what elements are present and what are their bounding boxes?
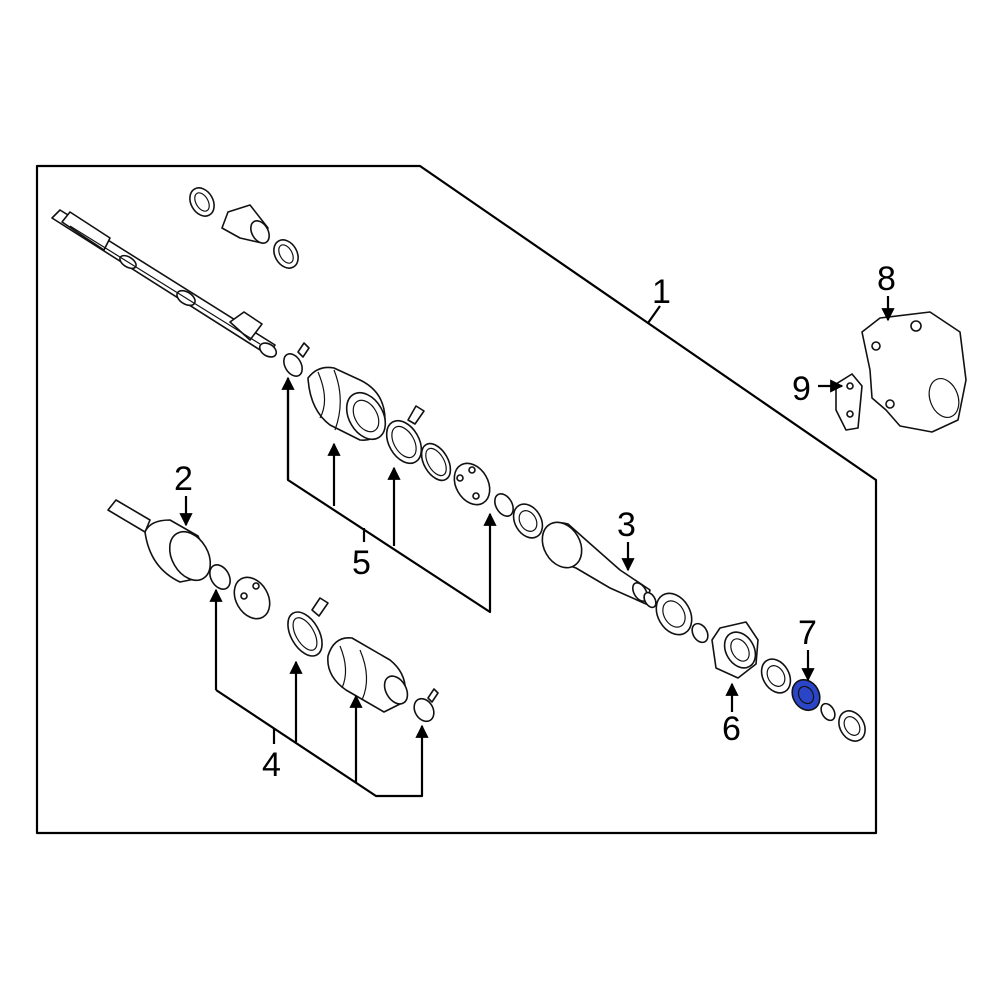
callout-labels: 1 2 3 4 5 6 7 8 9	[174, 260, 896, 784]
callout-2: 2	[174, 460, 193, 498]
callout-9: 9	[792, 370, 811, 408]
bracket-part-8	[861, 311, 967, 433]
callout-4: 4	[262, 746, 281, 784]
callout-7: 7	[798, 614, 817, 652]
callout-1: 1	[652, 273, 671, 311]
leader-lines	[179, 296, 895, 798]
highlighted-part-7	[791, 678, 821, 712]
plate-part-9	[835, 373, 863, 431]
top-small-parts	[189, 187, 299, 269]
callout-3: 3	[617, 506, 636, 544]
callout-5: 5	[352, 544, 371, 582]
intermediate-shaft	[51, 209, 278, 358]
callout-6: 6	[722, 710, 741, 748]
outer-joint-axle	[512, 503, 657, 609]
inner-joint	[107, 499, 271, 620]
hub-parts	[655, 592, 866, 742]
callout-8: 8	[877, 260, 896, 298]
upper-boot-kit	[283, 342, 514, 517]
assembly-frame	[35, 164, 878, 835]
lower-boot-kit	[287, 597, 439, 723]
